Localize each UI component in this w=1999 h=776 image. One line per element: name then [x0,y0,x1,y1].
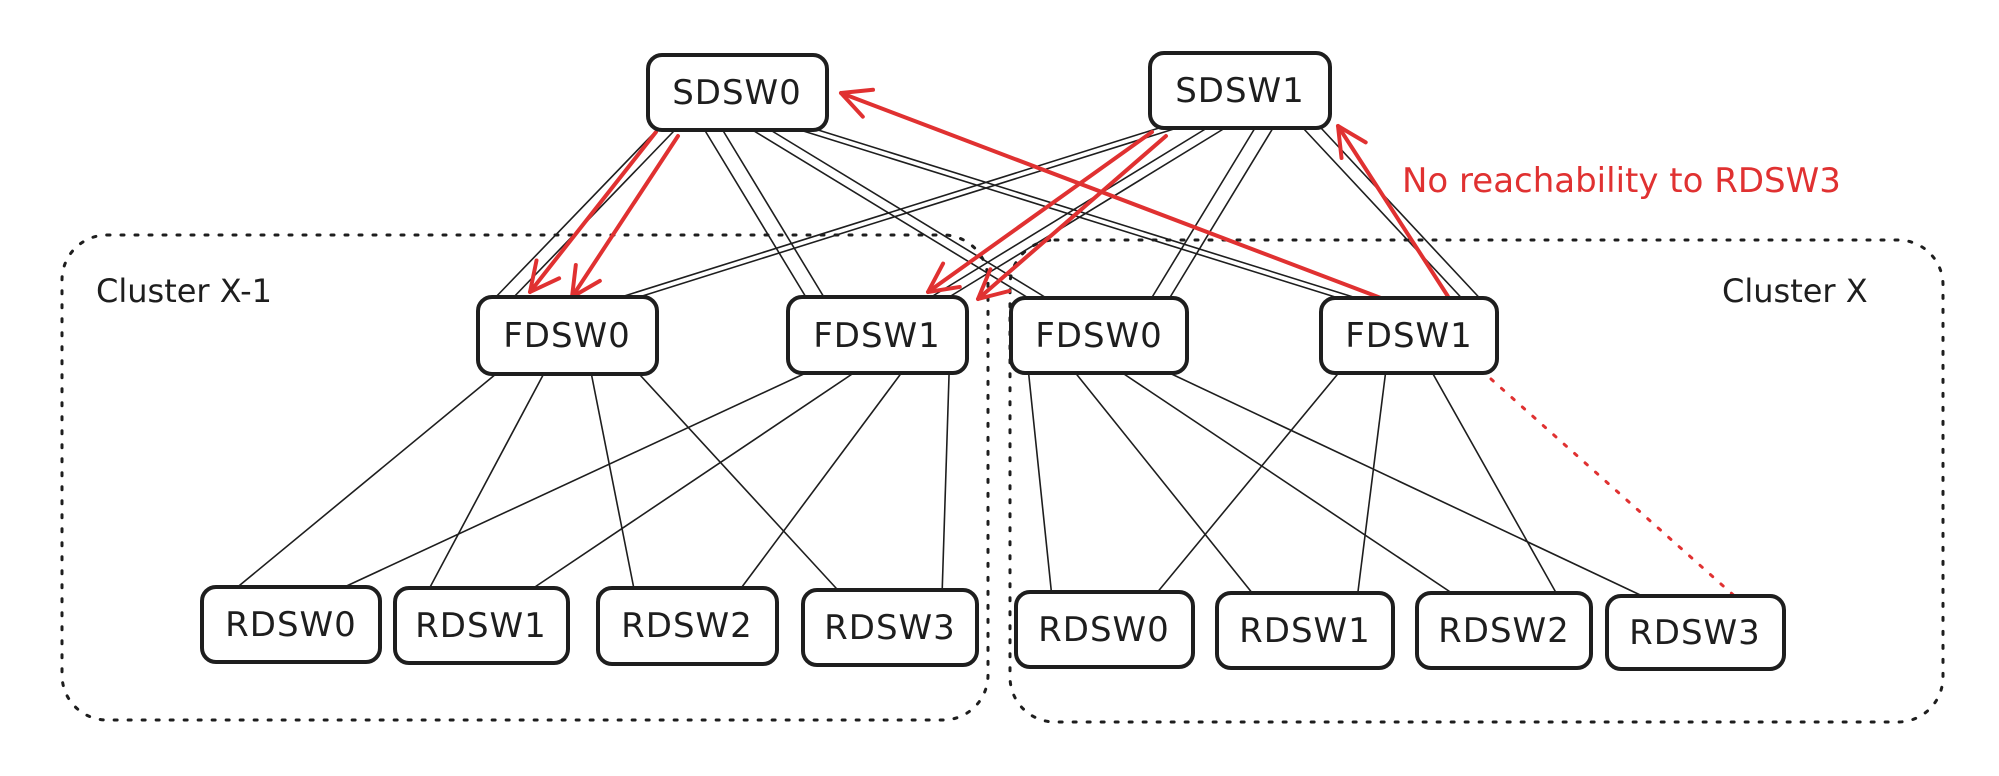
node-label: RDSW0 [1038,610,1170,650]
node-sdsw1[interactable]: SDSW1 [1148,51,1332,130]
node-r-fdsw1[interactable]: FDSW1 [1319,296,1499,375]
link-sdsw0-l-fdsw1 [721,129,825,298]
nodes-layer: SDSW0 SDSW1 FDSW0 FDSW1 FDSW0 FDSW1 RDSW… [200,51,1786,671]
red-paths-layer [528,87,1736,598]
red-arrow-r-fdsw1-to-sdsw0 [839,87,1394,304]
node-box [476,295,659,376]
node-box [1605,594,1786,671]
red-arrow-sdsw1-to-l-fdsw1-a [926,130,1154,294]
cluster-x-boundary [1008,238,1945,724]
node-sdsw0[interactable]: SDSW0 [646,53,829,132]
link-sdsw0-l-fdsw0 [513,129,676,298]
link-l-fdsw0-l-rdsw0 [237,373,497,588]
link-r-fdsw0-r-rdsw1 [1074,372,1253,594]
link-l-fdsw0-l-rdsw3 [638,373,839,591]
node-r-rdsw1[interactable]: RDSW1 [1215,591,1395,670]
node-box [1319,296,1499,375]
link-r-fdsw1-r-rdsw0 [1156,372,1340,593]
link-sdsw0-r-fdsw1 [799,129,1339,299]
node-label: RDSW3 [1629,613,1761,653]
link-sdsw1-l-fdsw0 [620,127,1160,298]
link-l-fdsw1-l-rdsw0 [344,372,807,588]
node-box [1415,591,1593,670]
red-arrow-sdsw0-to-l-fdsw0-b [570,134,680,299]
node-box [1009,296,1189,375]
node-label: FDSW1 [813,316,941,356]
red-arrow-sdsw1-to-l-fdsw1-b [976,134,1168,301]
node-r-fdsw0[interactable]: FDSW0 [1009,296,1189,375]
link-sdsw1-l-fdsw1 [930,127,1208,298]
node-box [200,585,382,664]
link-l-fdsw1-l-rdsw1 [532,372,855,589]
red-arrow-sdsw0-to-l-fdsw0-a [528,130,658,294]
node-l-rdsw2[interactable]: RDSW2 [596,586,779,666]
link-sdsw0-l-fdsw1 [703,129,807,298]
node-box [1148,51,1332,130]
link-r-fdsw1-r-rdsw1 [1357,372,1387,594]
node-box [786,295,969,375]
node-r-rdsw3[interactable]: RDSW3 [1605,594,1786,671]
node-r-rdsw2[interactable]: RDSW2 [1415,591,1593,670]
link-sdsw1-l-fdsw1 [948,127,1226,298]
node-box [596,586,779,666]
broken-link-r-fdsw1-r-rdsw3 [1489,377,1736,598]
node-box [393,586,570,665]
red-arrow-r-fdsw1-to-sdsw1 [1336,124,1450,298]
cluster-x-label: Cluster X [1722,272,1868,310]
link-sdsw1-r-fdsw0 [1168,127,1274,299]
cluster-x-1-label: Cluster X-1 [96,272,272,310]
link-sdsw0-l-fdsw0 [495,129,658,298]
node-label: RDSW0 [225,605,357,645]
node-l-fdsw1[interactable]: FDSW1 [786,295,969,375]
link-r-fdsw0-r-rdsw0 [1027,372,1053,593]
node-r-rdsw0[interactable]: RDSW0 [1014,590,1195,669]
node-label: SDSW1 [1175,71,1305,111]
node-label: RDSW1 [415,606,547,646]
node-label: RDSW1 [1239,611,1371,651]
link-sdsw0-r-fdsw1 [817,129,1357,299]
node-label: RDSW2 [621,606,753,646]
node-l-rdsw0[interactable]: RDSW0 [200,585,382,664]
link-l-fdsw0-l-rdsw2 [590,373,635,589]
node-l-rdsw3[interactable]: RDSW3 [801,588,979,667]
link-r-fdsw0-r-rdsw3 [1169,372,1643,597]
link-sdsw1-r-fdsw1 [1302,127,1463,299]
node-box [801,588,979,667]
node-label: FDSW0 [503,316,631,356]
link-l-fdsw1-l-rdsw2 [740,372,903,589]
node-box [646,53,829,132]
link-r-fdsw0-r-rdsw2 [1122,372,1453,594]
link-sdsw1-r-fdsw0 [1150,127,1256,299]
node-label: FDSW1 [1345,316,1473,356]
node-l-fdsw0[interactable]: FDSW0 [476,295,659,376]
node-box [1014,590,1195,669]
link-r-fdsw1-r-rdsw2 [1431,372,1557,594]
node-box [1215,591,1395,670]
node-l-rdsw1[interactable]: RDSW1 [393,586,570,665]
link-sdsw0-r-fdsw0 [751,129,1029,299]
node-label: RDSW2 [1438,611,1570,651]
node-label: FDSW0 [1035,316,1163,356]
link-sdsw1-r-fdsw1 [1320,127,1481,299]
link-l-fdsw0-l-rdsw1 [428,373,545,589]
no-reachability-annotation: No reachability to RDSW3 [1402,161,1841,201]
link-l-fdsw1-l-rdsw3 [941,372,950,591]
node-label: SDSW0 [672,73,802,113]
node-label: RDSW3 [824,608,956,648]
link-sdsw1-l-fdsw0 [638,127,1178,298]
